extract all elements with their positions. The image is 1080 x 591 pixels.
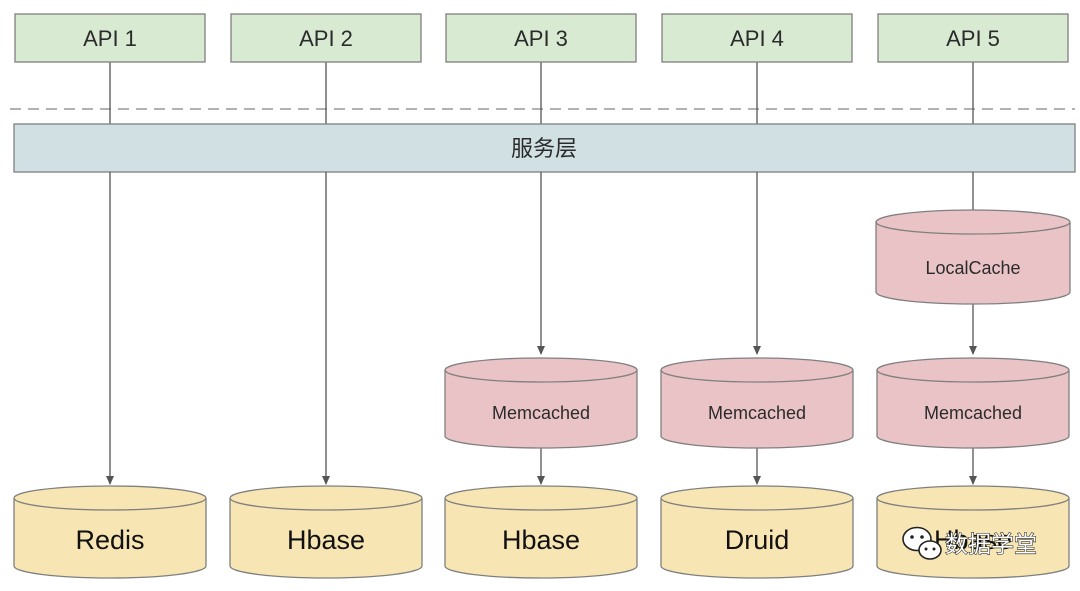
store-label-2: Hbase — [287, 525, 365, 555]
memcached-cylinder-5: Memcached — [876, 357, 1070, 449]
api-label-4: API 4 — [730, 26, 784, 51]
store-label-4: Druid — [725, 525, 790, 555]
store-cylinder-4: Druid — [660, 485, 854, 579]
flow-arrows — [106, 172, 977, 485]
memcached-label-5: Memcached — [924, 403, 1022, 423]
store-cylinder-3: Hbase — [444, 485, 638, 579]
store-label-5: Hbase — [934, 525, 1012, 555]
api-box-3: API 3 — [445, 13, 637, 63]
api-label-5: API 5 — [946, 26, 1000, 51]
localcache-label: LocalCache — [925, 258, 1020, 278]
store-label-1: Redis — [75, 525, 144, 555]
api-box-2: API 2 — [230, 13, 422, 63]
memcached-label-4: Memcached — [708, 403, 806, 423]
api-box-5: API 5 — [877, 13, 1069, 63]
watermark: 数据学堂 — [902, 526, 1038, 560]
api-row: API 1 API 2 API 3 API 4 API 5 — [14, 13, 1069, 63]
api-label-3: API 3 — [514, 26, 568, 51]
service-layer: 服务层 — [13, 123, 1076, 173]
store-cylinder-1: Redis — [13, 485, 207, 579]
store-label-3: Hbase — [502, 525, 580, 555]
service-layer-label: 服务层 — [511, 136, 577, 161]
store-cylinder-2: Hbase — [229, 485, 423, 579]
api-box-4: API 4 — [661, 13, 853, 63]
wechat-icon — [902, 526, 942, 560]
watermark-text: 数据学堂 — [945, 532, 1037, 558]
api-box-1: API 1 — [14, 13, 206, 63]
memcached-label-3: Memcached — [492, 403, 590, 423]
api-label-1: API 1 — [83, 26, 137, 51]
memcached-cylinder-3: Memcached — [444, 357, 638, 449]
api-connectors — [109, 62, 974, 124]
localcache-cylinder: LocalCache — [875, 209, 1071, 305]
api-label-2: API 2 — [299, 26, 353, 51]
memcached-cylinder-4: Memcached — [660, 357, 854, 449]
